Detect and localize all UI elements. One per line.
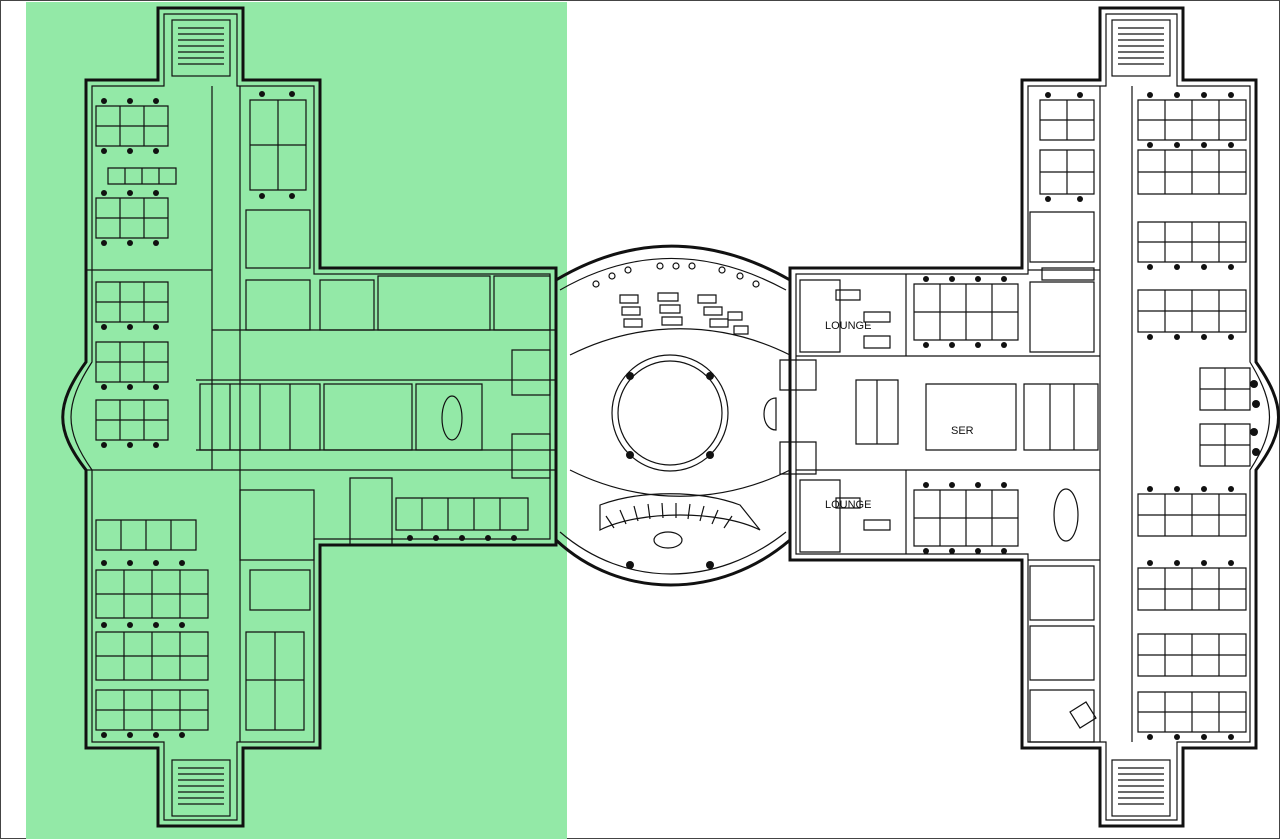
room-label-server: SER — [951, 425, 974, 437]
central-rotunda — [554, 244, 791, 587]
room-label-lounge-upper: LOUNGE — [825, 320, 871, 332]
stair-bottom-right — [1111, 759, 1171, 817]
stair-top-right — [1111, 19, 1171, 77]
room-label-lounge-lower: LOUNGE — [825, 499, 871, 511]
left-wing — [61, 6, 558, 828]
right-wing — [779, 6, 1280, 828]
stair-bottom-left — [171, 759, 231, 817]
stair-top-left — [171, 19, 231, 77]
